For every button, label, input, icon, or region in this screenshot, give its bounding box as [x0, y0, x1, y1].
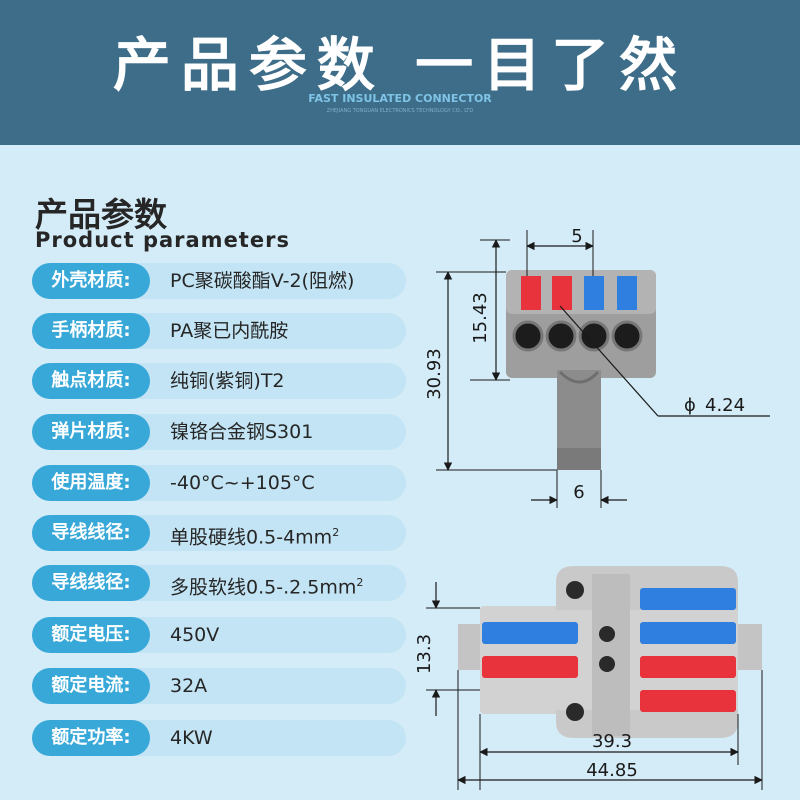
param-row-temperature: 使用温度: -40°C~+105°C: [32, 465, 406, 501]
wire-hole: [512, 320, 544, 352]
param-value: 32A: [170, 675, 208, 697]
param-value: 4KW: [170, 727, 213, 749]
blue-lever: [584, 276, 604, 310]
wire-hole: [578, 320, 610, 352]
param-value: 多股软线0.5-.2.5mm2: [170, 565, 363, 601]
front-view: 5 15.43 30.93 6 ϕ 4.24: [424, 226, 770, 508]
page-title: 产品参数 一目了然: [112, 31, 688, 99]
header-subtitle: FAST INSULATED CONNECTOR: [308, 92, 492, 105]
param-row-spring: 弹片材质: 镍铬合金钢S301: [32, 414, 406, 450]
red-lever-right: [640, 690, 736, 712]
param-value: 镍铬合金钢S301: [170, 421, 314, 443]
param-row-voltage: 额定电压: 450V: [32, 617, 406, 653]
param-value: 450V: [170, 624, 220, 646]
section-subtitle: Product parameters: [35, 228, 290, 252]
superscript: 2: [356, 576, 364, 589]
param-value: PC聚碳酸酯V-2(阻燃): [170, 270, 355, 292]
mounting-hole: [566, 581, 584, 599]
dim-front-height: 15.43: [470, 292, 491, 344]
param-value: -40°C~+105°C: [170, 472, 315, 494]
side-tab: [736, 624, 762, 670]
dim-tab-width: 6: [573, 482, 584, 503]
red-lever: [521, 276, 541, 310]
param-row-wire-solid: 导线线径: 单股硬线0.5-4mm2: [32, 515, 406, 551]
mounting-tab: [557, 370, 601, 470]
dim-top-height: 13.3: [414, 634, 435, 674]
blue-lever-right: [640, 622, 736, 644]
param-value-text: 多股软线0.5-.2.5mm: [170, 576, 357, 599]
red-lever-right: [640, 656, 736, 678]
wire-hole: [611, 320, 643, 352]
param-label: 导线线径:: [32, 515, 150, 551]
red-lever: [552, 276, 572, 310]
side-tab: [458, 624, 484, 670]
param-label: 额定电流:: [32, 668, 150, 704]
dim-pitch: 5: [571, 226, 582, 247]
param-label: 使用温度:: [32, 465, 150, 501]
param-label: 额定电压:: [32, 617, 150, 653]
top-view: 13.3 39.3 44.85: [414, 566, 763, 790]
param-label: 弹片材质:: [32, 414, 150, 450]
param-label: 外壳材质:: [32, 263, 150, 299]
header-banner: 产品参数 一目了然 FAST INSULATED CONNECTOR ZHEJI…: [0, 0, 800, 145]
blue-lever-left: [482, 622, 578, 644]
param-label: 触点材质:: [32, 363, 150, 399]
param-value: 纯铜(紫铜)T2: [170, 370, 285, 392]
diameter-symbol: ϕ: [684, 395, 696, 416]
param-value: 单股硬线0.5-4mm2: [170, 515, 339, 551]
section-title: 产品参数: [35, 195, 167, 234]
mounting-hole: [566, 703, 584, 721]
header-company: ZHEJIANG TONGUAN ELECTRONICS TECHNOLOGY …: [326, 108, 474, 114]
param-label: 额定功率:: [32, 720, 150, 756]
dim-hole-diameter: 4.24: [705, 395, 745, 416]
param-row-contact: 触点材质: 纯铜(紫铜)T2: [32, 363, 406, 399]
dim-inner-width: 39.3: [592, 731, 632, 752]
wire-hole: [545, 320, 577, 352]
param-row-current: 额定电流: 32A: [32, 668, 406, 704]
superscript: 2: [332, 526, 340, 539]
param-row-housing: 外壳材质: PC聚碳酸酯V-2(阻燃): [32, 263, 406, 299]
blue-lever-right: [640, 588, 736, 610]
param-label: 手柄材质:: [32, 313, 150, 349]
param-row-power: 额定功率: 4KW: [32, 720, 406, 756]
param-value-text: 单股硬线0.5-4mm: [170, 526, 333, 549]
param-label: 导线线径:: [32, 565, 150, 601]
blue-lever: [617, 276, 637, 310]
param-row-handle: 手柄材质: PA聚已内酰胺: [32, 313, 406, 349]
dim-total-width: 44.85: [586, 760, 638, 781]
dim-total-height: 30.93: [424, 348, 445, 400]
param-row-wire-stranded: 导线线径: 多股软线0.5-.2.5mm2: [32, 565, 406, 601]
param-value: PA聚已内酰胺: [170, 320, 289, 342]
red-lever-left: [482, 656, 578, 678]
